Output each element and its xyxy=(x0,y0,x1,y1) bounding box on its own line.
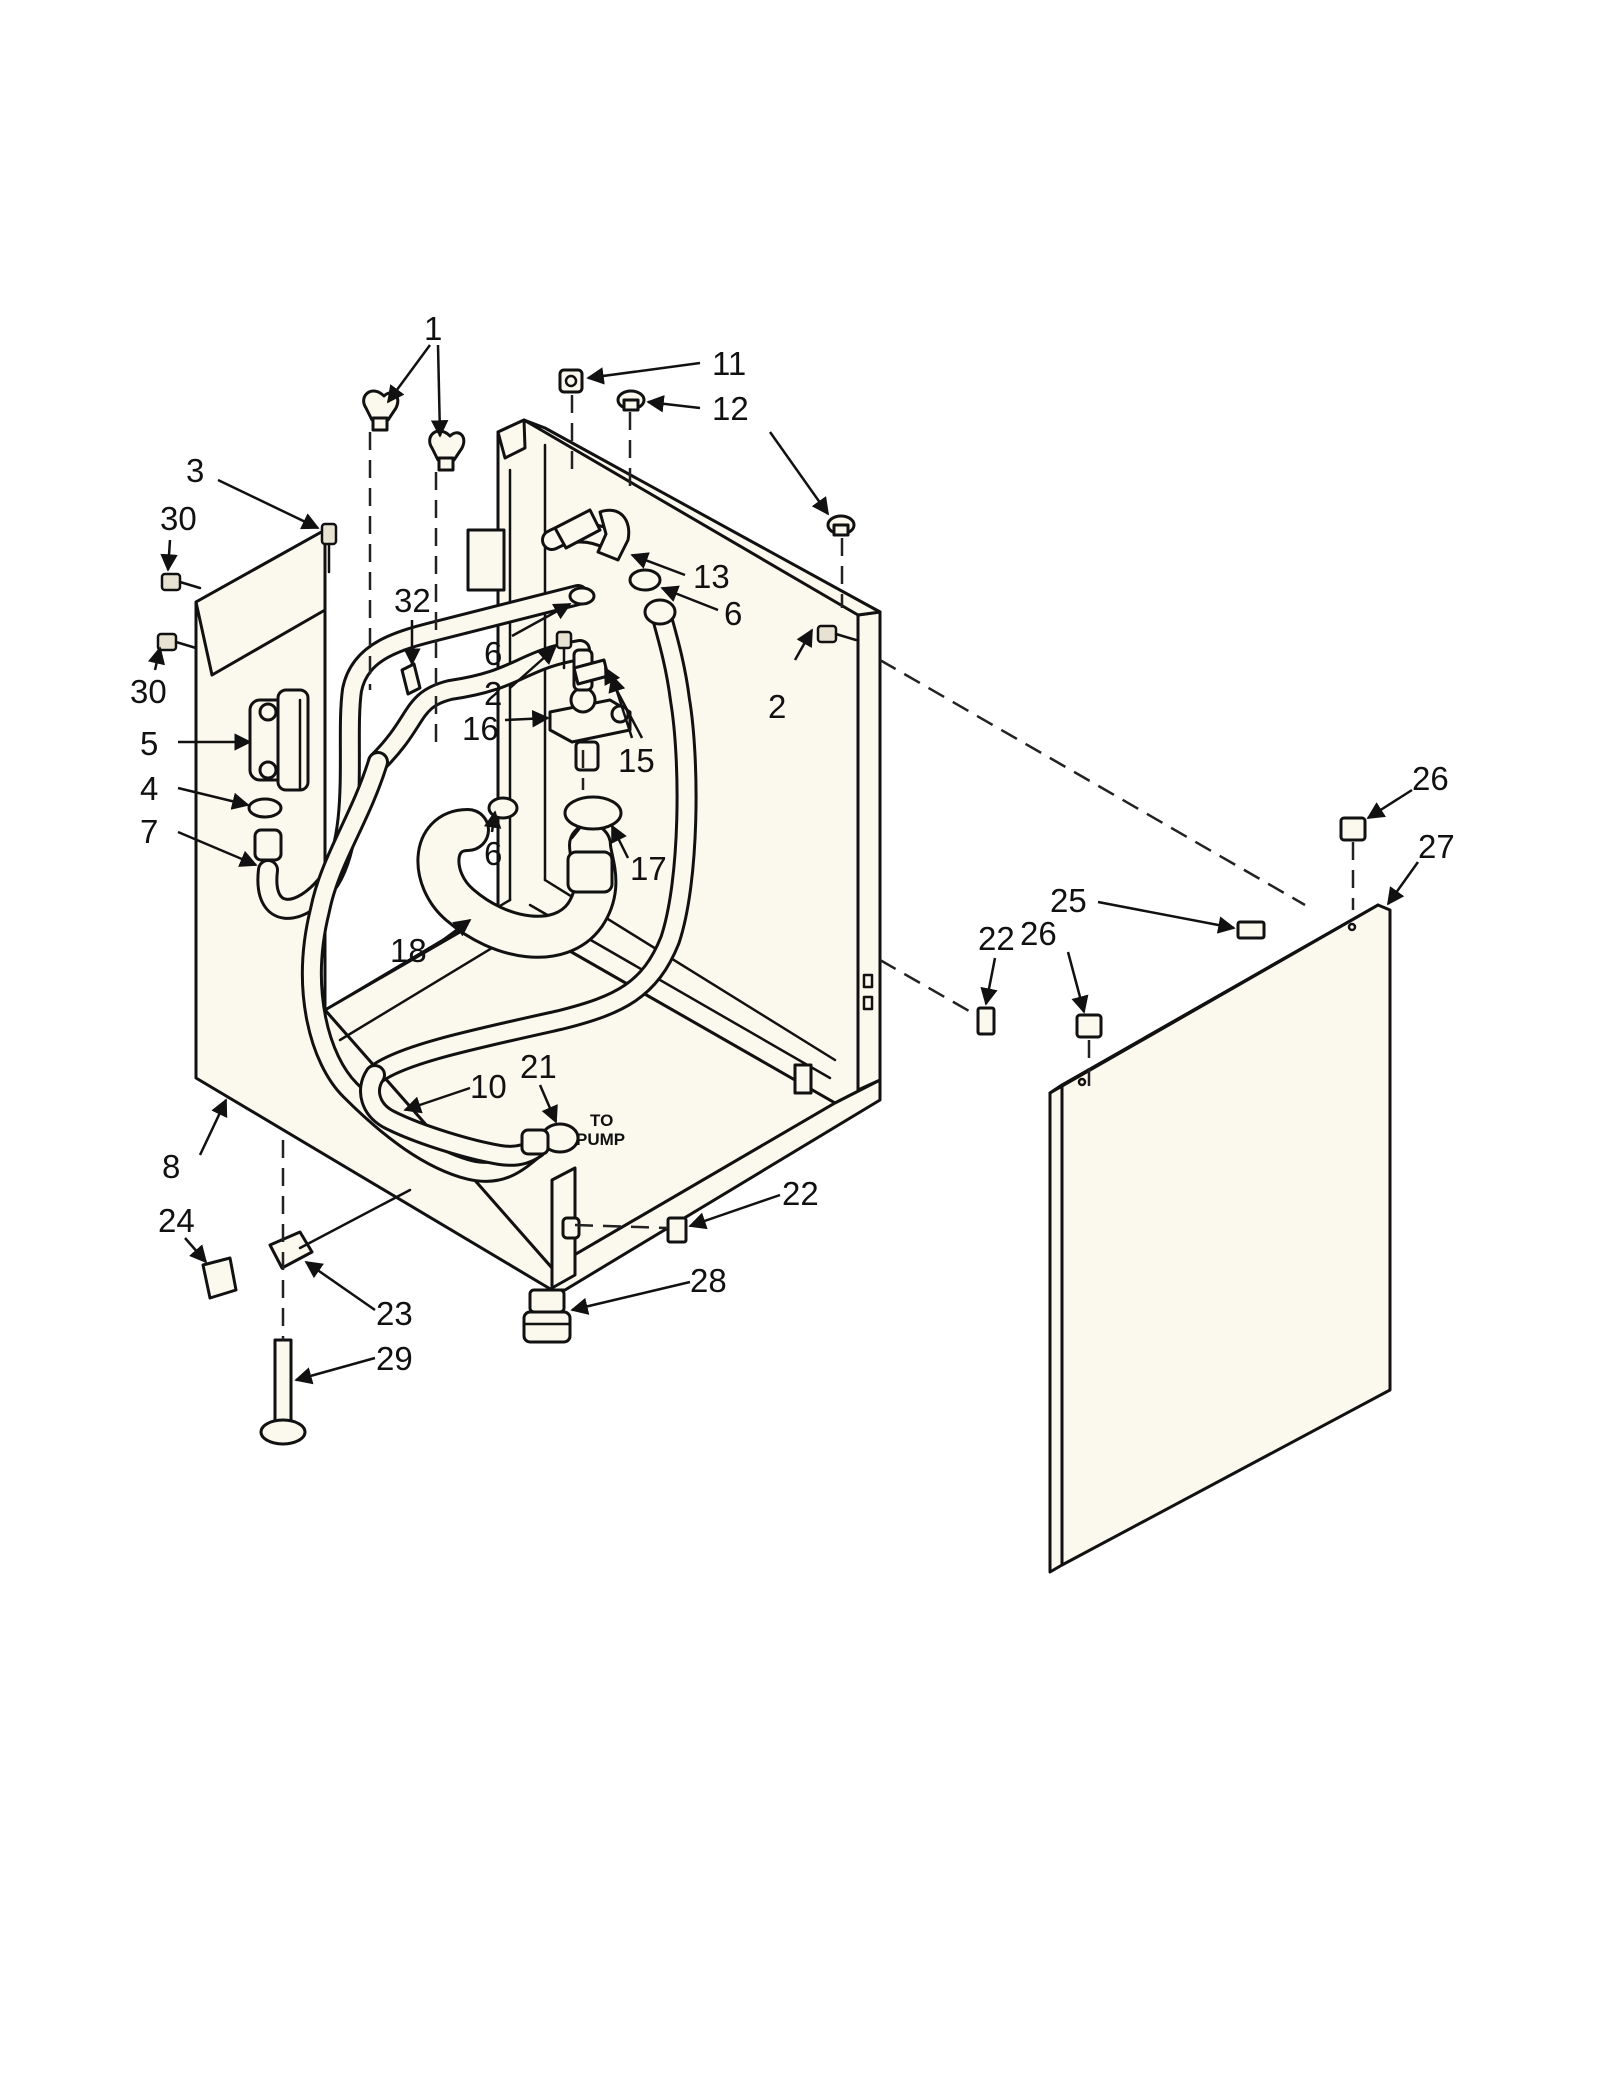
callout-6-right: 6 xyxy=(724,595,742,632)
callout-28: 28 xyxy=(690,1262,727,1299)
hoses xyxy=(256,521,698,1183)
callout-26-top: 26 xyxy=(1412,760,1449,797)
part-23-24-bracket xyxy=(201,1188,412,1300)
part-22-clips xyxy=(666,1006,996,1244)
callout-22-right: 22 xyxy=(978,920,1015,957)
callout-11: 11 xyxy=(712,345,746,382)
part-29-leg xyxy=(259,1338,307,1446)
callout-10: 10 xyxy=(470,1068,507,1105)
callout-26-middle: 26 xyxy=(1020,915,1057,952)
callout-29: 29 xyxy=(376,1340,413,1377)
part-11-nut xyxy=(558,368,584,394)
part-3-screw xyxy=(320,522,338,574)
callout-30-top: 30 xyxy=(160,500,197,537)
callout-32: 32 xyxy=(394,582,431,619)
leader-arrows xyxy=(147,344,1420,1385)
callout-7: 7 xyxy=(140,813,158,850)
callout-30-bottom: 30 xyxy=(130,673,167,710)
note-pump: PUMP xyxy=(576,1130,625,1149)
part-32-clip xyxy=(400,662,422,696)
part-28-foot xyxy=(522,1288,572,1344)
callout-12: 12 xyxy=(712,390,749,427)
part-7-hose-end xyxy=(253,828,283,862)
callout-16: 16 xyxy=(462,710,499,747)
part-25-26-clips xyxy=(1075,816,1367,1039)
callout-2-middle: 2 xyxy=(484,675,502,712)
callout-18: 18 xyxy=(390,932,427,969)
callout-4: 4 xyxy=(140,770,158,807)
part-2-screws xyxy=(555,624,858,670)
callout-3: 3 xyxy=(186,452,204,489)
callout-23: 23 xyxy=(376,1295,413,1332)
part-18-hose-cuff xyxy=(566,850,614,894)
part-5-valve xyxy=(248,688,310,792)
part-4-ring xyxy=(247,797,283,819)
callout-27: 27 xyxy=(1418,828,1455,865)
part-12-plugs xyxy=(616,389,856,537)
callout-6-lower: 6 xyxy=(484,835,502,872)
callout-5: 5 xyxy=(140,725,158,762)
front-panel xyxy=(1048,903,1392,1574)
alignment-lines xyxy=(281,395,1355,1340)
callout-24: 24 xyxy=(158,1202,195,1239)
part-30-screws xyxy=(156,572,202,652)
part-1-clips xyxy=(362,389,466,472)
callout-17: 17 xyxy=(630,850,667,887)
callout-labels: 1 3 30 30 5 4 7 32 11 12 13 6 6 6 2 2 16… xyxy=(130,310,1455,1377)
callout-13: 13 xyxy=(693,558,730,595)
callout-8: 8 xyxy=(162,1148,180,1185)
callout-22-lower: 22 xyxy=(782,1175,819,1212)
part-21-clamp xyxy=(520,1122,580,1156)
callout-1: 1 xyxy=(424,310,442,347)
part-13-elbow xyxy=(553,508,677,626)
note-to: TO xyxy=(590,1111,613,1130)
callout-6-middle: 6 xyxy=(484,635,502,672)
callout-21: 21 xyxy=(520,1048,557,1085)
callout-25: 25 xyxy=(1050,882,1087,919)
callout-15: 15 xyxy=(618,742,655,779)
callout-2-right: 2 xyxy=(768,688,786,725)
part-17-clamp xyxy=(563,795,623,840)
